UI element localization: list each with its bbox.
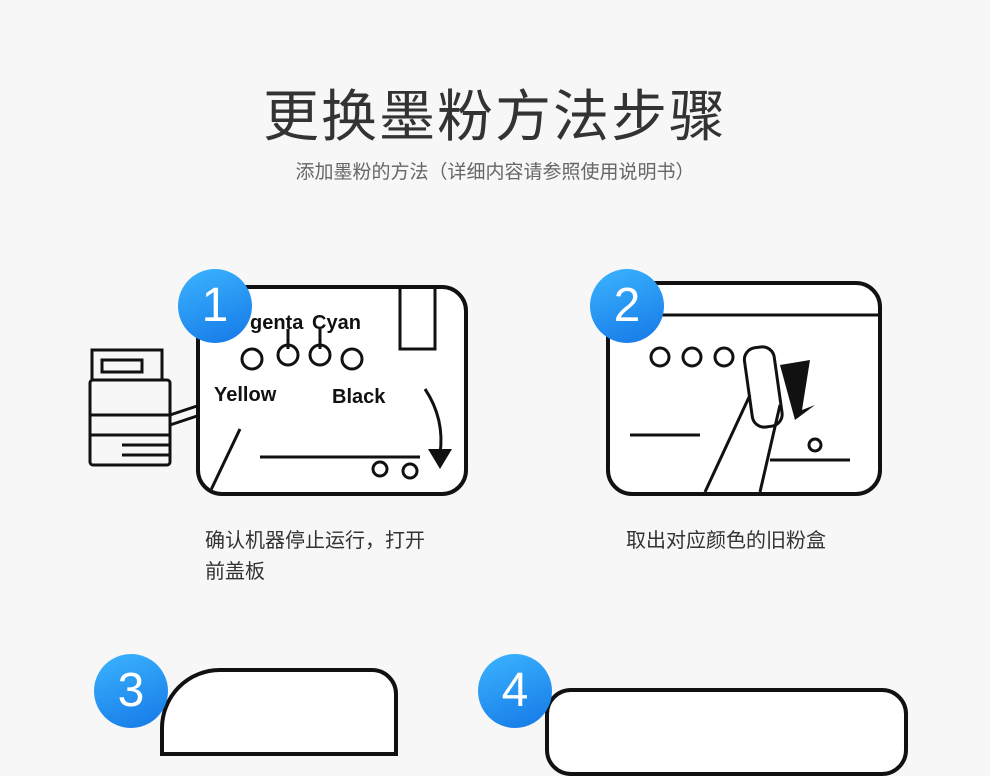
step-4-illustration	[545, 688, 908, 776]
label-yellow: Yellow	[214, 384, 277, 406]
step-2-caption: 取出对应颜色的旧粉盒	[626, 528, 826, 552]
step-1-caption-line1: 确认机器停止运行，打开	[205, 528, 425, 552]
step-4-badge: 4	[478, 654, 552, 728]
step-1-caption: 确认机器停止运行，打开 前盖板	[205, 525, 425, 587]
label-cyan: Cyan	[312, 312, 361, 334]
step-1-caption-line2: 前盖板	[205, 559, 265, 583]
label-magenta: genta	[250, 312, 304, 334]
step-1-badge: 1	[178, 269, 252, 343]
label-black: Black	[332, 386, 386, 408]
step-3-badge: 3	[94, 654, 168, 728]
step-3-illustration	[160, 668, 398, 756]
page-subtitle: 添加墨粉的方法（详细内容请参照使用说明书）	[295, 161, 695, 183]
toner-bay-drawing: genta Cyan Yellow Black	[208, 289, 452, 492]
page-title: 更换墨粉方法步骤	[263, 85, 727, 150]
step-2-badge: 2	[590, 269, 664, 343]
toner-removal-drawing	[610, 313, 878, 492]
